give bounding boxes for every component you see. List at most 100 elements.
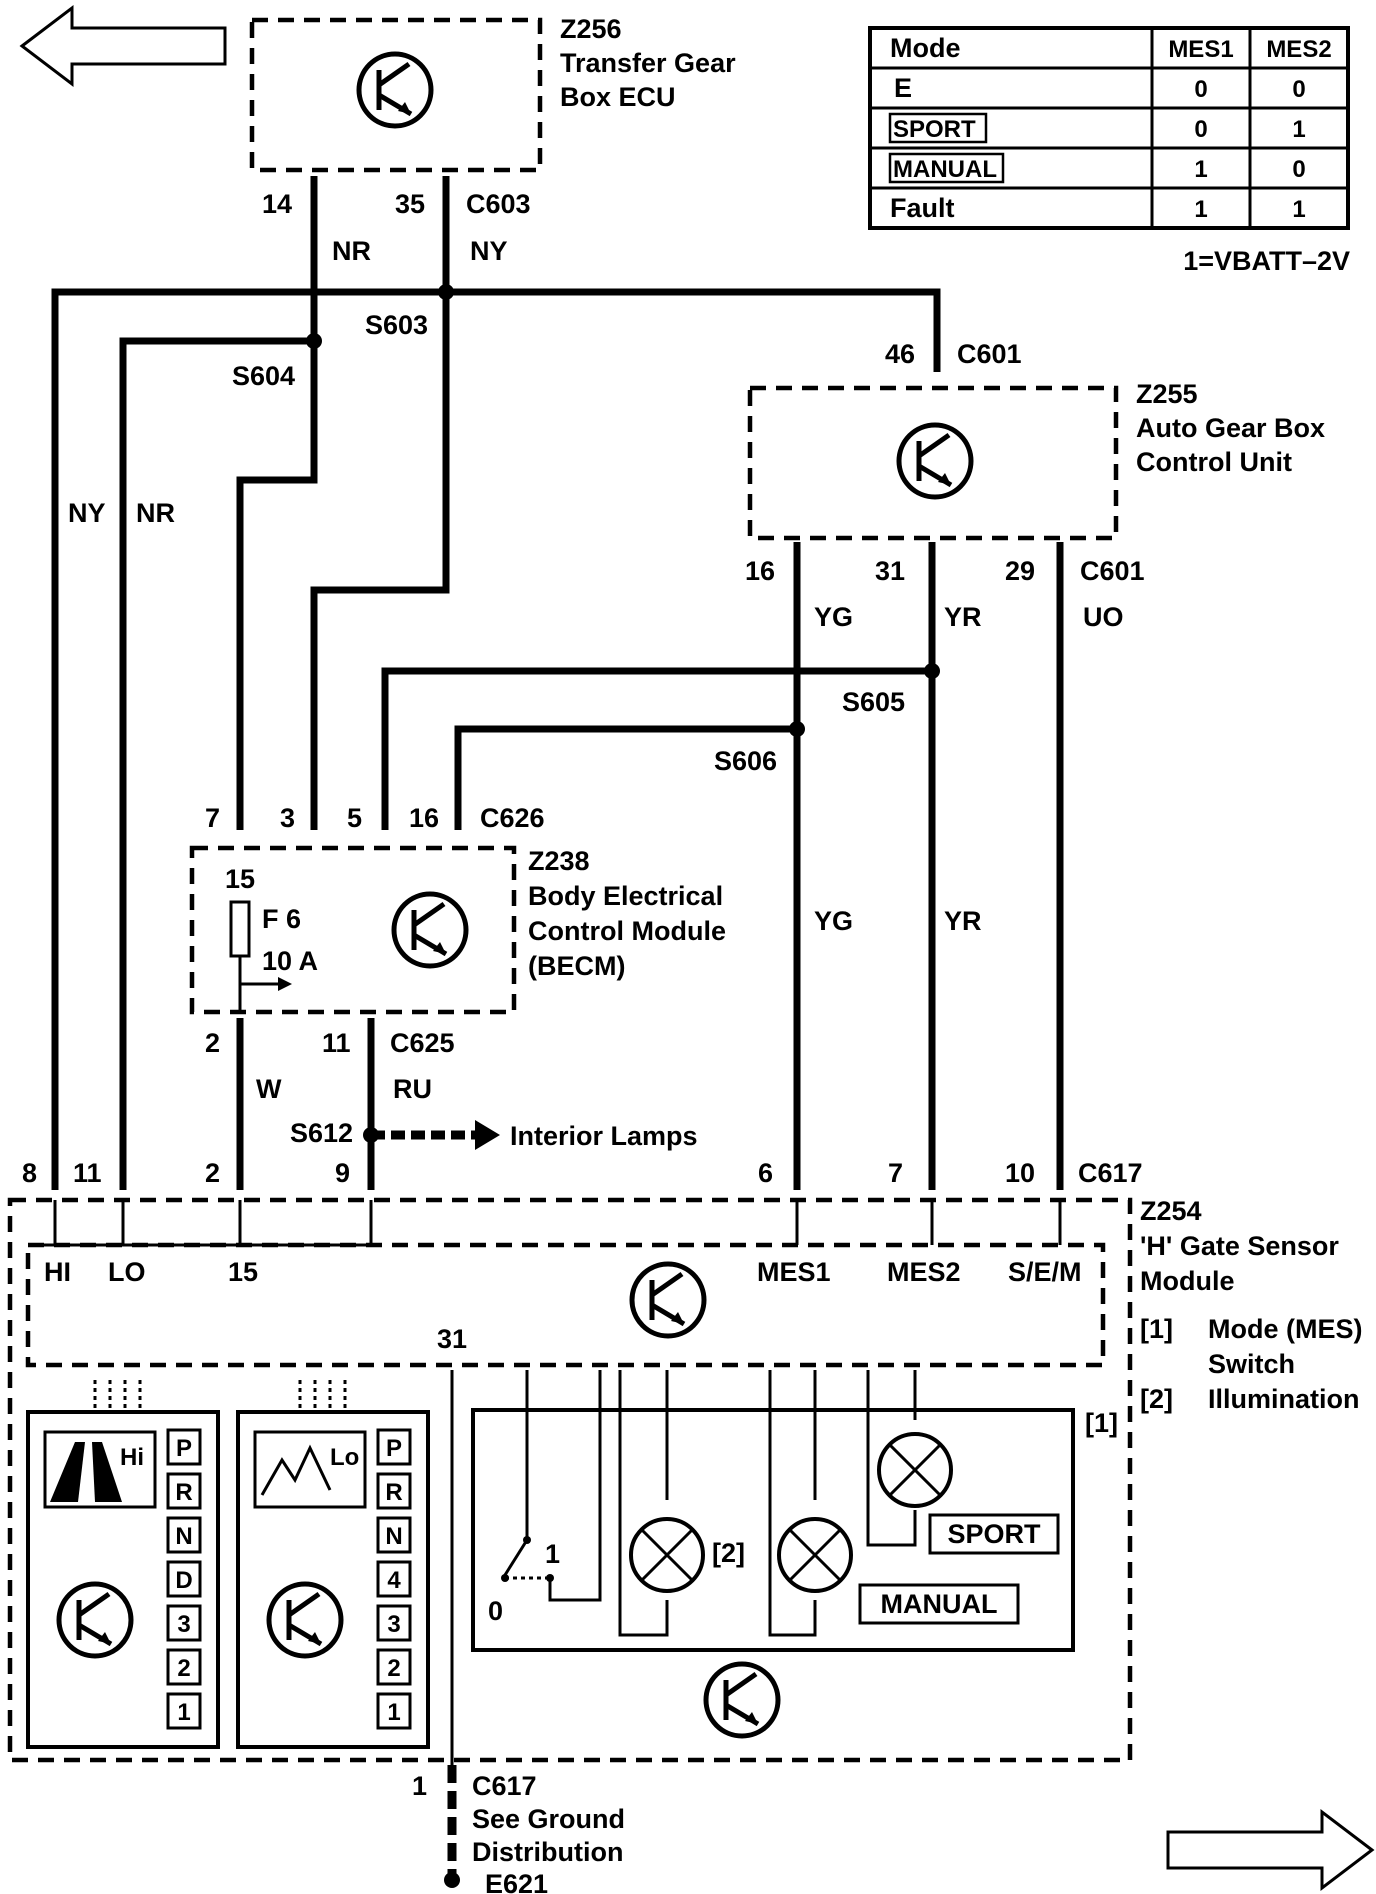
hgate-pin-10: 10 — [1005, 1158, 1035, 1188]
ground-pin-1: 1 — [412, 1771, 427, 1801]
mode-switch-box — [450, 1370, 1075, 1652]
table-sport-mes1: 0 — [1194, 116, 1207, 143]
hgate-name-line1: 'H' Gate Sensor — [1140, 1231, 1339, 1261]
connector-c601-bottom: C601 — [1080, 556, 1145, 586]
z256-pin-14: 14 — [262, 189, 292, 219]
lo-indicator-panel — [236, 1380, 430, 1749]
becm-name-line2: Control Module — [528, 916, 726, 946]
lo-gear-label: 4 — [387, 1567, 401, 1594]
fuse-f6-icon — [229, 900, 251, 958]
z256-id: Z256 — [560, 14, 622, 44]
switch-position-1: 1 — [545, 1539, 560, 1569]
hi-gear-label: R — [175, 1479, 192, 1506]
z255-name-line1: Auto Gear Box — [1136, 413, 1325, 443]
hi-gear-label: 2 — [177, 1655, 190, 1682]
hgate-pin-7: 7 — [888, 1158, 903, 1188]
lamp-ref-2: [2] — [712, 1538, 745, 1568]
becm-name-line3: (BECM) — [528, 951, 625, 981]
splice-dot-s605 — [924, 663, 940, 679]
hi-gear-box — [166, 1428, 202, 1466]
z255-id: Z255 — [1136, 379, 1198, 409]
z255-pin-31: 31 — [875, 556, 905, 586]
lo-gear-box — [376, 1472, 412, 1510]
z256-pin-35: 35 — [395, 189, 425, 219]
hgate-pin-9: 9 — [335, 1158, 350, 1188]
hi-gear-box — [166, 1560, 202, 1598]
becm-module-box — [189, 845, 517, 1015]
connector-c601-top: C601 — [957, 339, 1022, 369]
legend-ref-1: [1] — [1140, 1314, 1173, 1344]
hgate-input-lo: LO — [108, 1257, 146, 1287]
sport-lamp-icon — [877, 1432, 953, 1508]
hi-gear-box — [166, 1648, 202, 1686]
z256-name-line1: Transfer Gear — [560, 48, 736, 78]
manual-label-box — [858, 1583, 1020, 1625]
wire-label-nr-top: NR — [332, 236, 371, 266]
z255-name-line2: Control Unit — [1136, 447, 1292, 477]
z255-pin-29: 29 — [1005, 556, 1035, 586]
becm-ecu-icon — [394, 894, 466, 966]
manual-label: MANUAL — [881, 1589, 998, 1619]
lo-gear-label: N — [385, 1523, 402, 1550]
table-mode-manual: MANUAL — [893, 156, 997, 183]
lo-gear-box — [376, 1516, 412, 1554]
lo-gear-label: 1 — [387, 1699, 400, 1726]
connector-c625: C625 — [390, 1028, 455, 1058]
switch-ecu-icon — [706, 1664, 778, 1736]
wire-label-uo: UO — [1083, 602, 1124, 632]
legend-ref-2: [2] — [1140, 1384, 1173, 1414]
table-e-mes2: 0 — [1292, 76, 1305, 103]
hgate-pin-6: 6 — [758, 1158, 773, 1188]
hi-gear-label: 1 — [177, 1699, 190, 1726]
legend-ref-1-line2: Switch — [1208, 1349, 1295, 1379]
z255-ecu-icon — [899, 425, 971, 497]
mode-lamp-icon — [629, 1517, 705, 1593]
hgate-input-15: 15 — [228, 1257, 258, 1287]
wire-label-yg-mid: YG — [814, 906, 853, 936]
lo-panel-ecu-icon — [269, 1584, 341, 1656]
next-page-arrow-icon[interactable] — [1166, 1808, 1375, 1892]
table-mode-fault: Fault — [890, 193, 955, 223]
hgate-ecu-icon — [632, 1264, 704, 1336]
z256-name-line2: Box ECU — [560, 82, 676, 112]
lo-gear-box — [376, 1692, 412, 1730]
ground-icon — [444, 1872, 460, 1888]
table-header-mes2: MES2 — [1266, 36, 1331, 63]
connector-c617-bottom: C617 — [472, 1771, 537, 1801]
wire-label-yg-top: YG — [814, 602, 853, 632]
lo-gear-label: 3 — [387, 1611, 400, 1638]
hi-gear-box — [166, 1604, 202, 1642]
legend-ref-2-text: Illumination — [1208, 1384, 1360, 1414]
connector-c603: C603 — [466, 189, 531, 219]
hi-gear-label: P — [176, 1435, 192, 1462]
wire-label-ru: RU — [393, 1074, 432, 1104]
z255-pin-16: 16 — [745, 556, 775, 586]
hgate-name-line2: Module — [1140, 1266, 1235, 1296]
hgate-pin-11: 11 — [73, 1158, 102, 1188]
lo-gear-box — [376, 1428, 412, 1466]
lo-gear-label: P — [386, 1435, 402, 1462]
wire-label-yr-mid: YR — [944, 906, 982, 936]
wire-label-yr-top: YR — [944, 602, 982, 632]
legend-ref-1-line1: Mode (MES) — [1208, 1314, 1363, 1344]
hgate-input-sem: S/E/M — [1008, 1257, 1082, 1287]
table-mode-e: E — [894, 73, 912, 103]
splice-dot-s606 — [789, 721, 805, 737]
fuse-pin-15: 15 — [225, 864, 255, 894]
hgate-id: Z254 — [1140, 1196, 1202, 1226]
table-header-mes1: MES1 — [1168, 36, 1233, 63]
splice-s606: S606 — [714, 746, 777, 776]
becm-pin-7: 7 — [205, 803, 220, 833]
previous-page-arrow-icon[interactable] — [19, 4, 227, 88]
splice-dot-s612 — [363, 1127, 379, 1143]
becm-name-line1: Body Electrical — [528, 881, 723, 911]
z256-module-box — [249, 17, 543, 173]
table-e-mes1: 0 — [1194, 76, 1207, 103]
wire-label-nr-left: NR — [136, 498, 175, 528]
splice-dot-s603 — [438, 284, 454, 300]
hgate-inner-module-box — [25, 1242, 1106, 1368]
table-header-mode: Mode — [890, 33, 961, 63]
